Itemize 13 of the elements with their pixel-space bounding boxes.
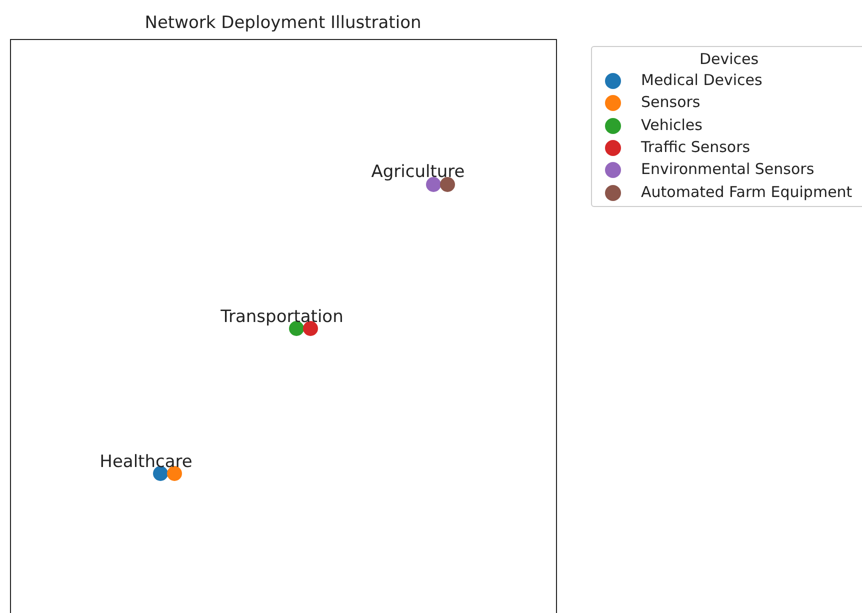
legend-label: Environmental Sensors xyxy=(641,160,814,178)
legend-label: Vehicles xyxy=(641,116,702,134)
legend-label: Traffic Sensors xyxy=(641,138,750,156)
area-label: Healthcare xyxy=(98,452,194,472)
legend-title: Devices xyxy=(698,50,760,68)
legend-label: Medical Devices xyxy=(641,71,762,89)
data-point xyxy=(152,466,168,480)
area-label: Agriculture xyxy=(370,162,466,182)
chart-title: Network Deployment Illustration xyxy=(144,13,422,33)
data-point xyxy=(166,466,182,480)
legend-label: Automated Farm Equipment xyxy=(641,182,852,200)
area-label: Transportation xyxy=(220,307,344,327)
legend-label: Sensors xyxy=(641,93,700,112)
